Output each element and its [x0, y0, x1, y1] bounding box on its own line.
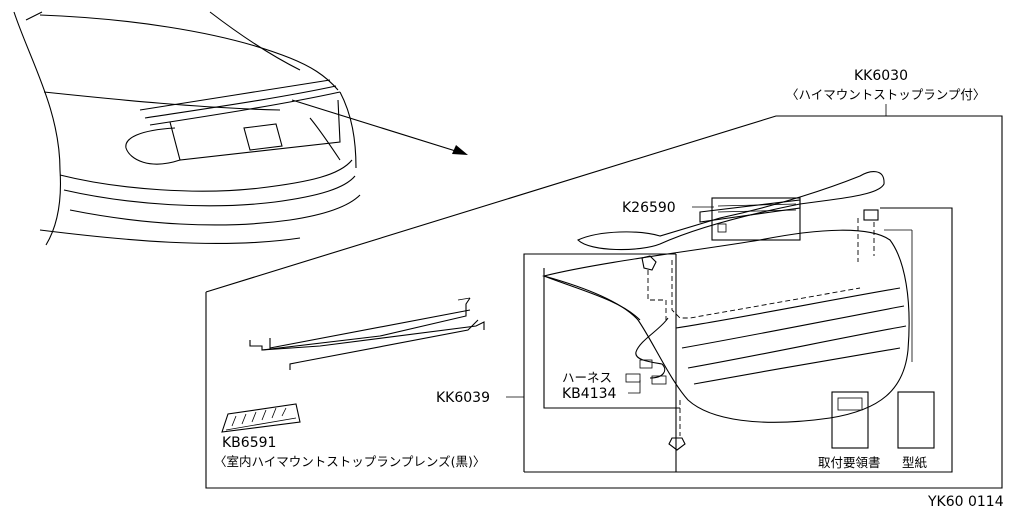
label-kk6039: KK6039 [436, 390, 524, 406]
template-sheet [897, 391, 935, 449]
part-code-kk6039: KK6039 [436, 390, 490, 406]
instructions-sheet [831, 391, 869, 449]
part-code-kb6591: KB6591 [222, 435, 276, 451]
interior-wire-bracket [249, 297, 485, 370]
part-desc-kb6591: 〈室内ハイマウントストップランプレンズ(黒)〉 [214, 454, 485, 469]
accessories: 取付要領書 型紙 [818, 391, 935, 470]
lens-kb6591: KB6591 〈室内ハイマウントストップランプレンズ(黒)〉 [214, 403, 485, 469]
label-k26590: K26590 [622, 200, 714, 216]
car-rear-overview [13, 11, 361, 246]
drawing-id: YK60 0114 [927, 494, 1004, 510]
instructions-label: 取付要領書 [818, 455, 881, 470]
part-code-k26590: K26590 [622, 200, 676, 216]
parts-frame [205, 115, 1003, 489]
part-desc-kb4134: ハーネス [562, 370, 612, 385]
part-desc-kk6030: 〈ハイマウントストップランプ付〉 [786, 87, 985, 102]
part-code-kk6030: KK6030 [854, 68, 908, 84]
harness-kb4134: ハーネス KB4134 [543, 268, 680, 409]
pointer-arrow [291, 99, 468, 155]
template-label: 型紙 [902, 455, 928, 470]
label-kk6030: KK6030 〈ハイマウントストップランプ付〉 [786, 68, 985, 116]
trunk-lid-assembly [523, 171, 953, 473]
part-code-kb4134: KB4134 [562, 386, 617, 402]
